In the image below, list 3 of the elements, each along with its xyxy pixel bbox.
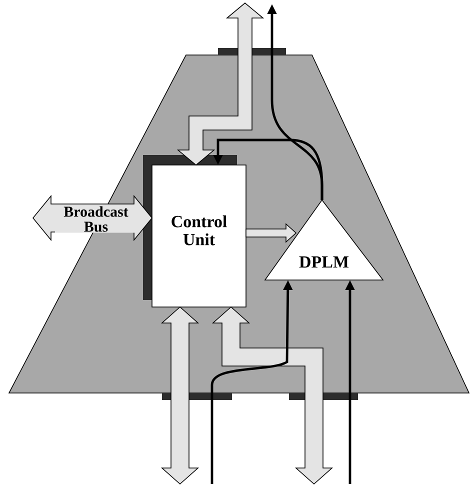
band-arrow bbox=[246, 223, 297, 243]
unit-box: Control Unit bbox=[143, 155, 246, 308]
edge-label: Broadcast Bus bbox=[55, 205, 137, 233]
